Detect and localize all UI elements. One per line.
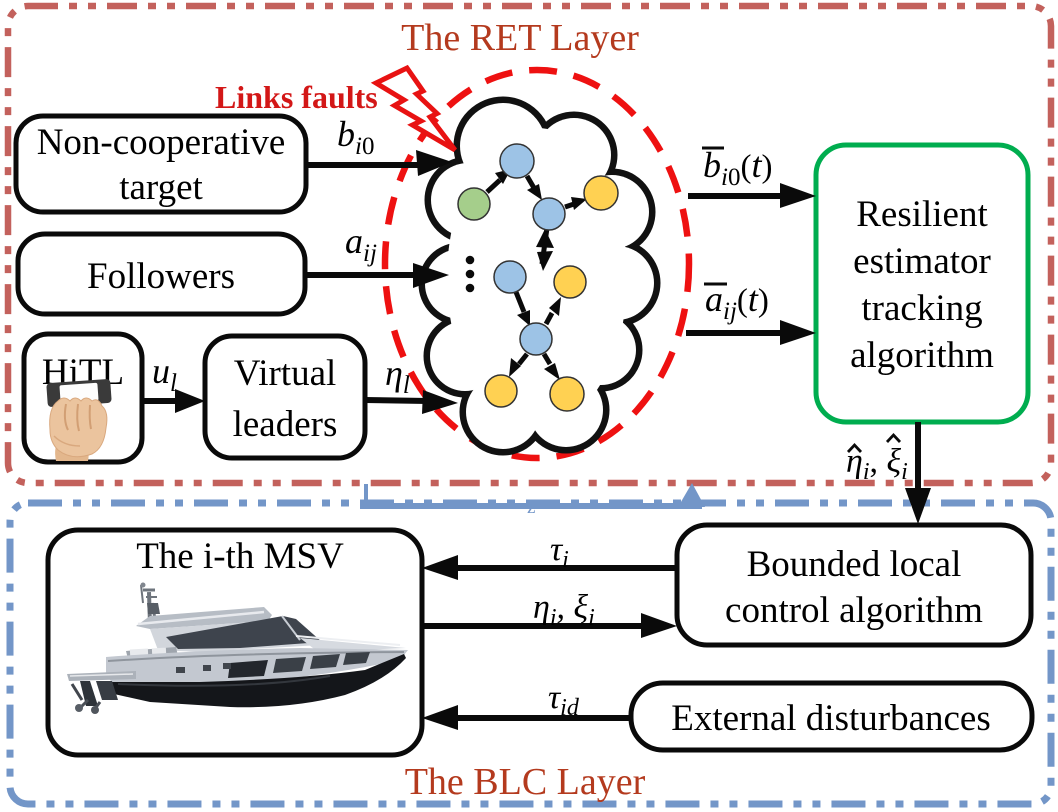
svg-text:Followers: Followers bbox=[87, 256, 235, 297]
svg-text:target: target bbox=[119, 167, 203, 208]
svg-text:Bounded local: Bounded local bbox=[747, 544, 962, 585]
svg-text:aij(t): aij(t) bbox=[705, 279, 769, 325]
svg-text:leaders: leaders bbox=[233, 404, 338, 445]
svg-text:ηi, ξi: ηi, ξi bbox=[533, 589, 595, 631]
svg-text:Virtual: Virtual bbox=[234, 353, 337, 394]
svg-text:tracking: tracking bbox=[861, 288, 982, 329]
svg-text:Non-cooperative: Non-cooperative bbox=[37, 122, 286, 163]
svg-text:Resilient: Resilient bbox=[856, 194, 988, 235]
svg-text:control algorithm: control algorithm bbox=[725, 590, 983, 631]
svg-text:estimator: estimator bbox=[853, 241, 991, 282]
svg-text:z: z bbox=[527, 497, 535, 518]
svg-text:ηi, ξi: ηi, ξi bbox=[846, 443, 908, 485]
svg-text:The BLC Layer: The BLC Layer bbox=[405, 761, 646, 803]
svg-text:Links faults: Links faults bbox=[215, 79, 378, 115]
svg-text:The RET Layer: The RET Layer bbox=[401, 17, 639, 59]
svg-text:External disturbances: External disturbances bbox=[671, 698, 991, 739]
svg-text:The i-th MSV: The i-th MSV bbox=[136, 536, 344, 577]
svg-text:algorithm: algorithm bbox=[850, 335, 994, 376]
